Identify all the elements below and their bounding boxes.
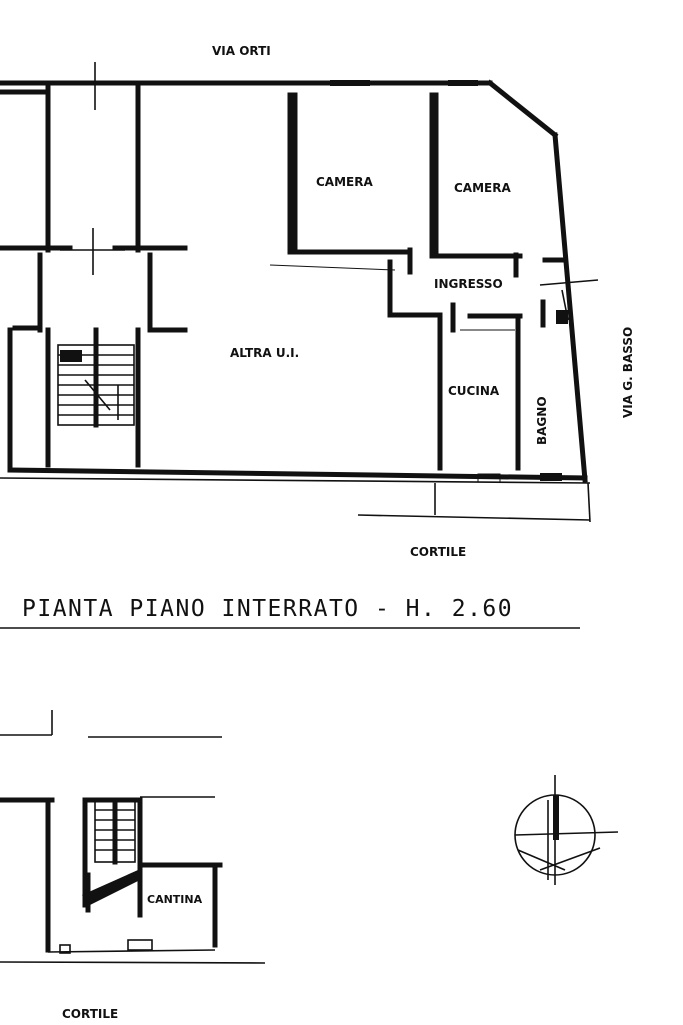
outer-walls bbox=[0, 79, 591, 523]
plan-title: PIANTA PIANO INTERRATO - H. 2.60 bbox=[22, 596, 513, 622]
room-label-ingresso: INGRESSO bbox=[434, 277, 503, 291]
courtyard-label-lower: CORTILE bbox=[62, 1007, 118, 1021]
upper-floor-plan: VIA ORTI CAMERA CAMERA INGRESSO ALTRA U.… bbox=[0, 44, 635, 559]
room-label-cantina: CANTINA bbox=[147, 893, 203, 906]
room-label-bagno: BAGNO bbox=[535, 396, 549, 445]
north-arrow-icon bbox=[514, 775, 619, 885]
apartment-walls bbox=[269, 92, 599, 471]
lower-floor-plan: CANTINA CORTILE bbox=[0, 710, 266, 1021]
room-label-camera-2: CAMERA bbox=[454, 181, 511, 195]
room-label-altra-ui: ALTRA U.I. bbox=[230, 346, 299, 360]
room-label-camera-1: CAMERA bbox=[316, 175, 373, 189]
street-label-top: VIA ORTI bbox=[212, 44, 271, 58]
stairwell-block bbox=[0, 62, 188, 473]
room-label-cucina: CUCINA bbox=[448, 384, 500, 398]
courtyard-label-upper: CORTILE bbox=[410, 545, 466, 559]
street-label-right: VIA G. BASSO bbox=[621, 327, 635, 418]
